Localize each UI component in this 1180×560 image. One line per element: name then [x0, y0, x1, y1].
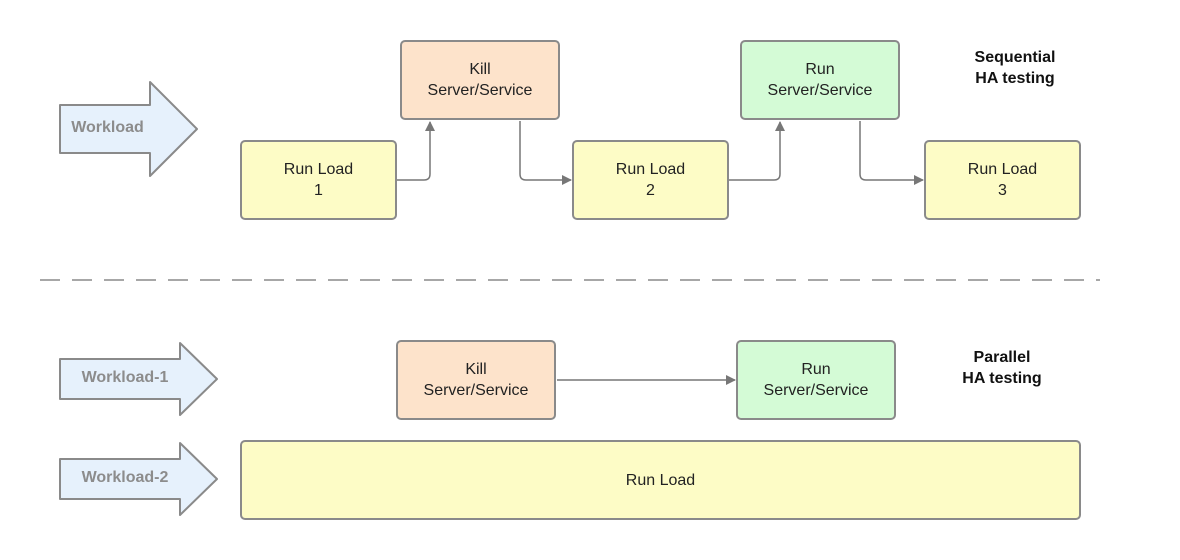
parallel-kill-line2: Server/Service [423, 382, 529, 399]
parallel-kill-line1: Kill [465, 361, 487, 378]
run-load-3-box: Run Load 3 [924, 140, 1081, 220]
run-service-line1: Run [805, 61, 835, 78]
connector-kill-to-load2 [519, 121, 572, 185]
run-service-line2: Server/Service [767, 82, 873, 99]
workload-1-arrow-shape [59, 342, 218, 416]
connector-load1-to-kill [397, 121, 435, 181]
sequential-title-line1: Sequential [974, 49, 1056, 66]
parallel-run-load-label: Run Load [625, 471, 696, 489]
parallel-title: Parallel HA testing [942, 347, 1062, 389]
connector-run-to-load3 [859, 121, 924, 185]
parallel-run-service-box: Run Server/Service [736, 340, 896, 420]
workload-2-label: Workload-2 [81, 469, 169, 486]
run-load-2-line2: 2 [646, 182, 655, 199]
parallel-run-load-box: Run Load [240, 440, 1081, 520]
run-load-1-line2: 1 [314, 182, 323, 199]
workload-arrow-shape [59, 81, 198, 177]
run-load-2-box: Run Load 2 [572, 140, 729, 220]
run-load-2-line1: Run Load [615, 161, 686, 178]
sequential-title-line2: HA testing [975, 70, 1055, 87]
parallel-kill-service-box: Kill Server/Service [396, 340, 556, 420]
workload-1-label: Workload-1 [81, 369, 169, 386]
parallel-run-line2: Server/Service [763, 382, 869, 399]
parallel-title-line2: HA testing [962, 370, 1042, 387]
kill-service-line1: Kill [469, 61, 491, 78]
kill-service-box: Kill Server/Service [400, 40, 560, 120]
workload-2-arrow-shape [59, 442, 218, 516]
parallel-title-line1: Parallel [973, 349, 1031, 366]
run-load-1-line1: Run Load [283, 161, 354, 178]
workload-label: Workload [71, 119, 144, 136]
run-service-box: Run Server/Service [740, 40, 900, 120]
run-load-3-line2: 3 [998, 182, 1007, 199]
run-load-1-box: Run Load 1 [240, 140, 397, 220]
run-load-3-line1: Run Load [967, 161, 1038, 178]
connector-load2-to-run [729, 121, 785, 181]
parallel-run-line1: Run [801, 361, 831, 378]
sequential-title: Sequential HA testing [955, 47, 1075, 89]
kill-service-line2: Server/Service [427, 82, 533, 99]
